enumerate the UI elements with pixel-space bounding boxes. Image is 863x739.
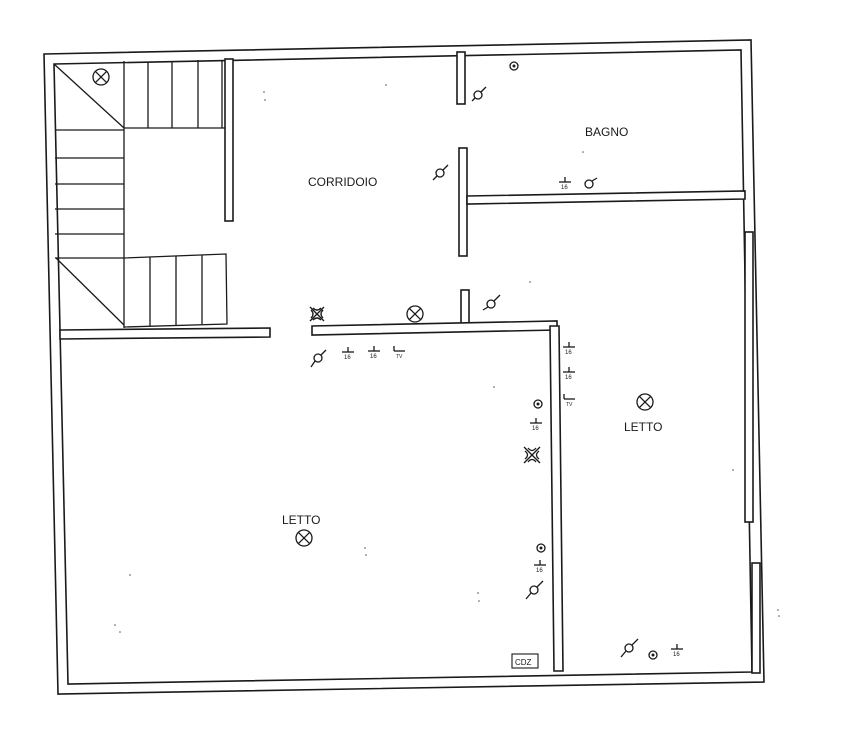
switch-icon: [525, 580, 544, 600]
ceiling-light-icon: [92, 68, 110, 86]
pull-cord-icon: [536, 543, 546, 553]
ceiling-light-icon: [636, 393, 654, 411]
power-socket-icon: 16: [563, 367, 575, 381]
power-socket-icon: 16: [530, 418, 542, 432]
switch-icon: [482, 294, 501, 311]
power-socket-icon: 16: [671, 644, 683, 658]
staircase: [53, 60, 228, 328]
tv-socket-label: TV: [566, 402, 573, 408]
power-socket-icon: 16: [534, 560, 546, 574]
power-socket-icon: 16: [368, 346, 380, 360]
power-socket-icon: 16: [559, 177, 571, 191]
switch-icon: [584, 177, 598, 189]
switch-icon: [432, 164, 449, 181]
switch-icon: [310, 349, 327, 368]
tv-socket-label: TV: [396, 354, 403, 360]
socket-label: 16: [673, 652, 680, 658]
interior-walls: [59, 51, 761, 674]
room-label-bedroom-right: LETTO: [624, 420, 662, 434]
pull-cord-icon: [509, 61, 519, 71]
socket-label: 16: [370, 354, 377, 360]
switch-icon: [471, 86, 487, 102]
power-socket-icon: 16: [563, 342, 575, 356]
room-label-bedroom-left: LETTO: [282, 513, 320, 527]
ceiling-light-icon: [295, 529, 313, 547]
socket-label: 16: [532, 426, 539, 432]
power-socket-icon: 16: [342, 347, 354, 361]
socket-label: 16: [565, 375, 572, 381]
switch-icon: [620, 638, 639, 658]
room-label-corridor: CORRIDOIO: [308, 175, 377, 189]
wall-light-icon: [309, 306, 325, 322]
socket-label: 16: [344, 355, 351, 361]
cdz-panel: CDZ: [511, 653, 539, 669]
outer-walls: [43, 39, 765, 695]
socket-label: 16: [565, 350, 572, 356]
pull-cord-icon: [648, 650, 658, 660]
wall-light-icon: [523, 446, 541, 464]
tv-socket-icon: TV: [563, 394, 575, 408]
socket-label: 16: [561, 185, 568, 191]
scan-specks: [114, 84, 780, 633]
socket-label: 16: [536, 568, 543, 574]
room-label-bathroom: BAGNO: [585, 125, 628, 139]
cdz-label: CDZ: [515, 658, 532, 667]
ceiling-light-icon: [406, 305, 424, 323]
pull-cord-icon: [533, 399, 543, 409]
tv-socket-icon: TV: [393, 346, 405, 360]
